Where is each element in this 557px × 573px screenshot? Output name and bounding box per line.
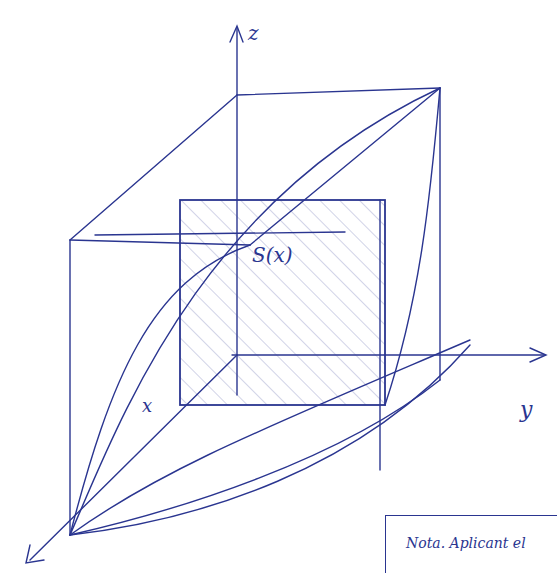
note-box: Nota. Aplicant el — [385, 515, 557, 573]
axis-label: z — [248, 22, 259, 44]
note-text: Nota. Aplicant el — [406, 535, 526, 551]
axis-label: y — [520, 398, 532, 422]
axis-label: x — [142, 396, 152, 416]
section-label: S(x) — [252, 244, 293, 266]
